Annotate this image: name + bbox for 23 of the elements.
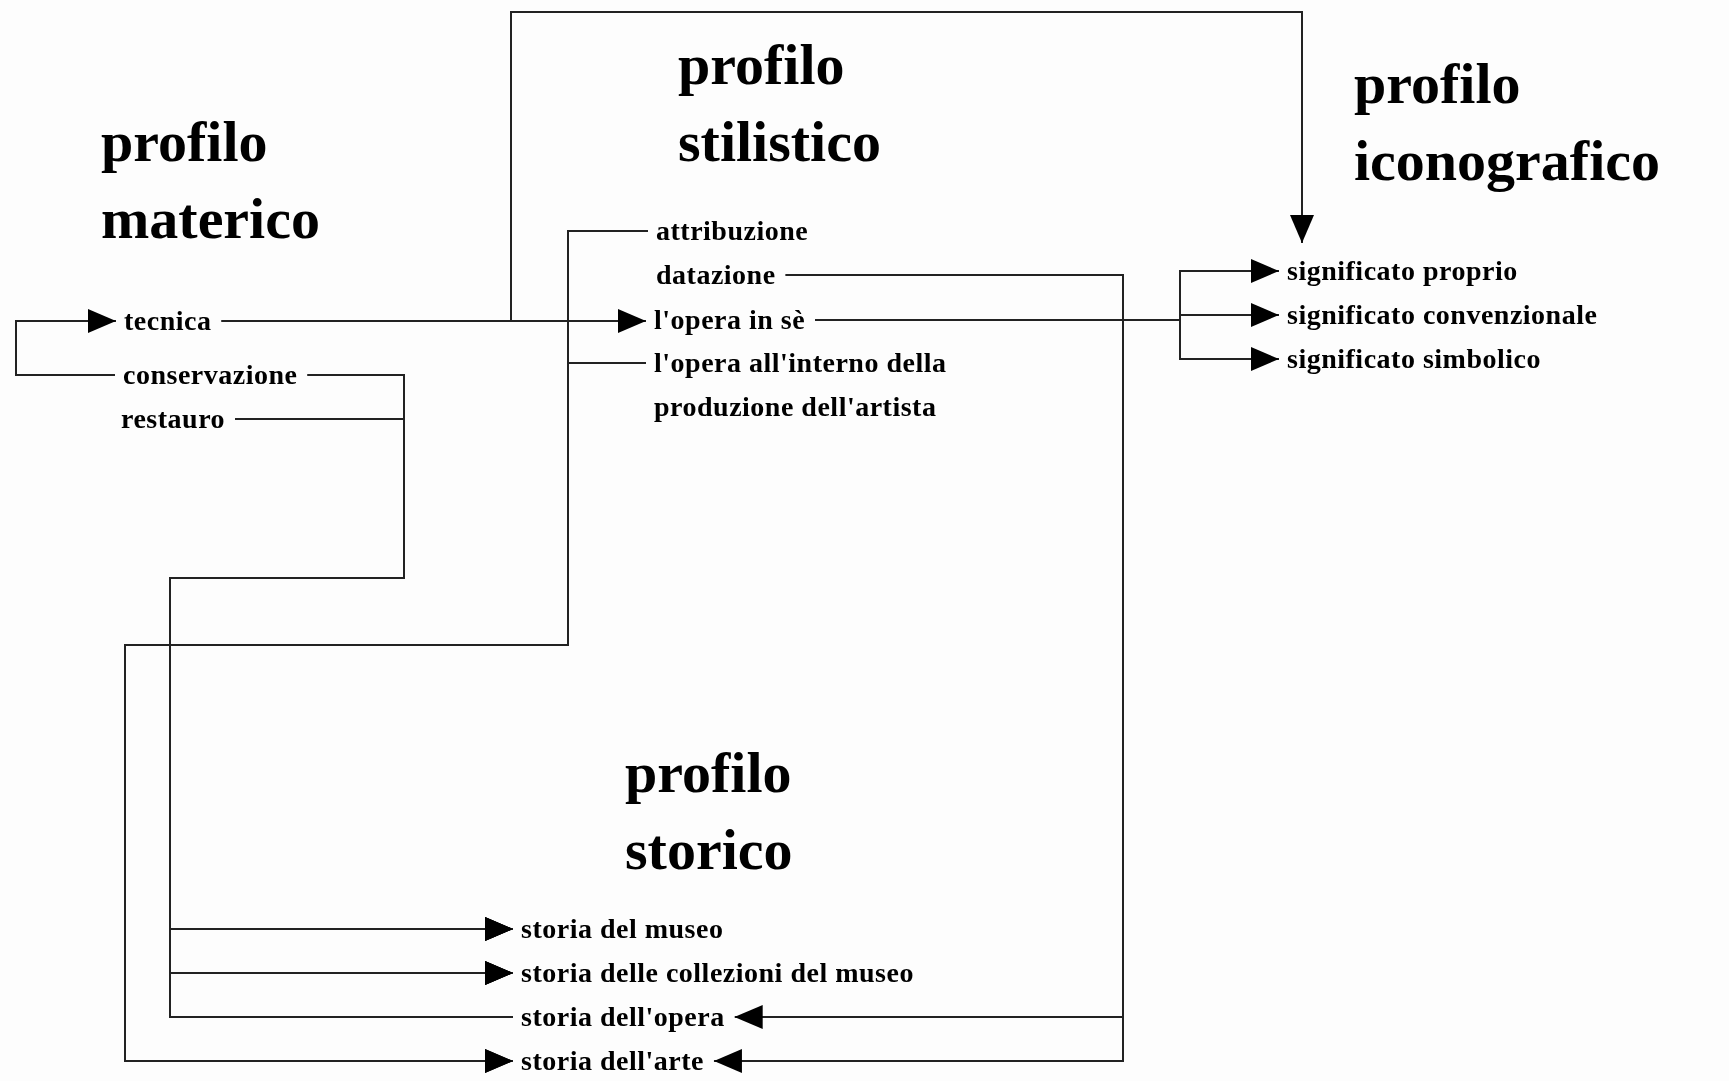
item-text: l'opera in sè	[654, 298, 806, 342]
item-text: storia del museo	[521, 907, 724, 951]
heading: profilo iconografico	[1354, 50, 1661, 195]
item-text: l'opera all'interno della produzione dell'artista	[654, 341, 1049, 429]
item-text: significato convenzionale	[1287, 293, 1598, 337]
item-text: conservazione	[123, 353, 298, 397]
item-text: storia dell'arte	[521, 1039, 704, 1081]
connector-arrow	[124, 362, 647, 1073]
heading: profilo stilistico	[678, 31, 881, 176]
item-text: tecnica	[124, 299, 212, 343]
item-text: datazione	[656, 253, 776, 297]
connector-arrow	[169, 961, 514, 1018]
item-text: storia dell'opera	[521, 995, 725, 1039]
item-text: storia delle collezioni del museo	[521, 951, 914, 995]
connector-arrow	[220, 11, 1314, 322]
item-text: restauro	[121, 397, 226, 441]
heading: profilo storico	[625, 739, 793, 884]
item-text: significato proprio	[1287, 249, 1518, 293]
item-text: attribuzione	[656, 209, 809, 253]
item-text: significato simbolico	[1287, 337, 1541, 381]
connector-arrow	[15, 309, 117, 376]
connector-arrow	[814, 319, 1280, 371]
heading: profilo materico	[101, 108, 320, 253]
